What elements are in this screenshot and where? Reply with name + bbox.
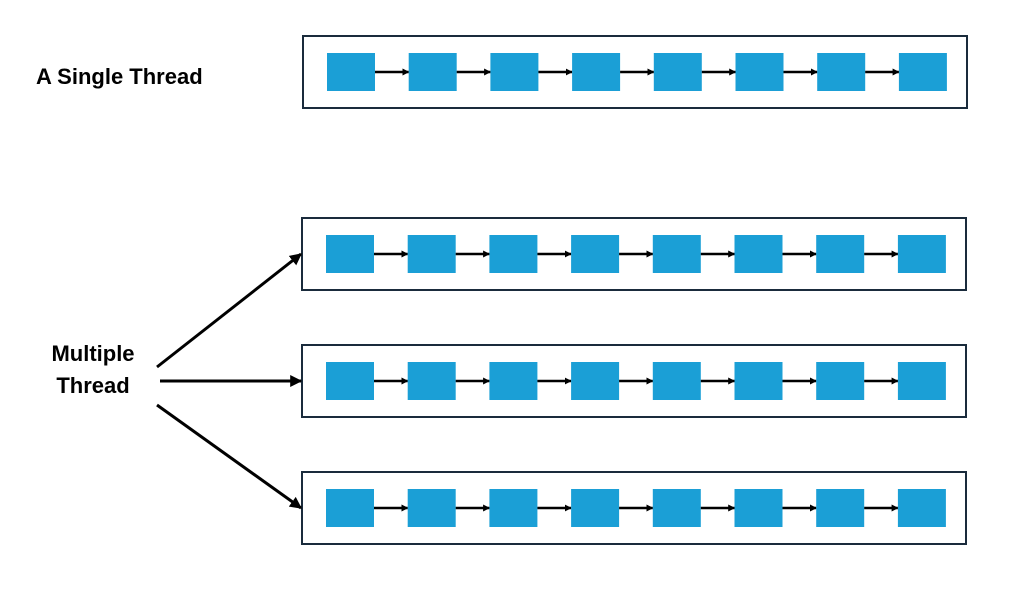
fanout-arrows [156,252,303,510]
task-block [489,489,538,527]
task-block [897,489,946,527]
task-block [816,489,865,527]
task-block [897,362,946,400]
task-block [490,53,539,91]
multiple-thread-label-line2: Thread [56,373,129,398]
fanout-arrow [156,252,302,369]
fanout-arrow [156,403,302,510]
task-block [816,362,865,400]
task-block [734,489,783,527]
task-block [571,362,620,400]
task-block [326,489,374,527]
task-block [652,235,701,273]
task-block [734,362,783,400]
task-block [572,53,621,91]
task-block [817,53,866,91]
task-block [571,489,620,527]
task-block [897,235,946,273]
task-block [326,235,374,273]
thread-frame [301,217,967,291]
thread-lane [301,217,967,291]
task-block [653,53,702,91]
task-block [326,362,374,400]
multiple-thread-label-line1: Multiple [51,341,134,366]
thread-lane [302,35,968,109]
thread-lane [301,344,967,418]
task-block [489,362,538,400]
task-block [407,362,456,400]
single-thread-label: A Single Thread [36,64,203,89]
task-block [327,53,375,91]
thread-frame [301,471,967,545]
thread-frame [302,35,968,109]
task-block [407,235,456,273]
task-block [407,489,456,527]
task-block [652,489,701,527]
threads-layer [301,35,968,545]
task-block [571,235,620,273]
task-block [898,53,947,91]
task-block [735,53,784,91]
thread-lane [301,471,967,545]
task-block [816,235,865,273]
task-block [734,235,783,273]
task-block [408,53,457,91]
task-block [652,362,701,400]
task-block [489,235,538,273]
